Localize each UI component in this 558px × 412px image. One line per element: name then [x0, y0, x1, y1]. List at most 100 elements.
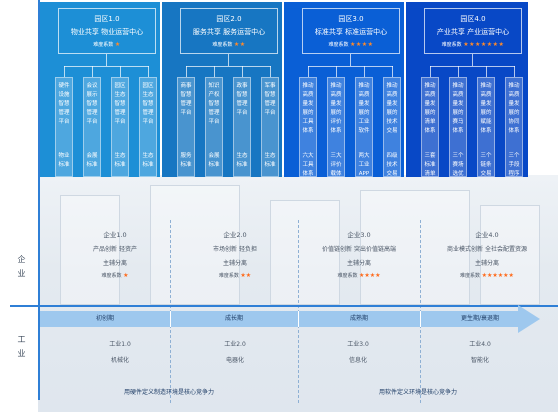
park-pillar: 推动 高质 量发 展的 清单 体系三套 标准 清单 — [421, 77, 439, 177]
connector-line — [106, 54, 107, 66]
industry-item-1: 工业1.0 机械化 — [70, 339, 170, 364]
hardware-band: 用硬件定义制造环境是核心竞争力 — [123, 389, 214, 396]
connector-line — [392, 66, 393, 77]
park-subtitle: 标准共享 标准运营中心 — [314, 28, 388, 36]
pillar-top-text: 园区 生态 智慧 管理 平台 — [142, 83, 154, 125]
park-difficulty: 难度系数 ★★★★ — [303, 41, 399, 48]
pillar-bottom-text: 生态 标准 — [114, 153, 126, 168]
difficulty-stars: ★★★★★★ — [481, 272, 514, 279]
building-shape — [60, 195, 120, 305]
industry-item-2: 工业2.0 电器化 — [185, 339, 285, 364]
difficulty-label: 难度系数 — [328, 42, 349, 48]
stage-divider — [298, 311, 299, 327]
connector-line — [514, 66, 515, 77]
connector-line — [64, 66, 149, 67]
pillar-bottom-text: 生态 标准 — [236, 153, 248, 168]
park-pillar: 军事 智慧 管理 平台生态 标准 — [261, 77, 279, 177]
pillar-top-text: 推动 高质 量发 展的 评价 体系 — [330, 83, 342, 134]
industry-sub: 智能化 — [470, 357, 489, 364]
enterprise-mode: 主辅分离 — [346, 260, 371, 267]
connector-line — [364, 66, 365, 77]
park-pillar: 会议 展示 智慧 管理 平台会展 标准 — [83, 77, 101, 177]
park-pillar: 推动 高质 量发 展的 协同 体系三个 手段 程序 — [505, 77, 523, 177]
industry-title: 工业4.0 — [469, 341, 491, 348]
stage-arrow-head — [518, 305, 540, 333]
axis-label-enterprise: 企业 — [17, 255, 26, 283]
pillar-top-text: 推动 高质 量发 展的 协同 体系 — [508, 83, 520, 134]
enterprise-subtitle: 市场创新 轻负担 — [213, 246, 257, 253]
building-shape — [480, 205, 540, 305]
park-subtitle: 物业共享 物业运营中心 — [70, 28, 144, 36]
park-pillar: 推动 高质 量发 展的 技术 交易四级 技术 交易 — [383, 77, 401, 177]
pillar-top-text: 知识 产权 智慧 管理 平台 — [208, 83, 220, 125]
park-difficulty: 难度系数 ★★ — [181, 41, 277, 48]
park-pillar: 政事 智慧 管理 平台生态 标准 — [233, 77, 251, 177]
pillar-bottom-text: 两大 工业 APP — [358, 153, 370, 177]
enterprise-difficulty: 难度系数 ★ — [65, 272, 165, 279]
park-title: 园区1.0 — [94, 15, 120, 23]
axis-label-industry: 工业 — [17, 335, 26, 363]
connector-line — [148, 66, 149, 77]
industry-title: 工业2.0 — [224, 341, 246, 348]
pillar-top-text: 商事 智慧 管理 平台 — [180, 83, 192, 116]
pillar-bottom-text: 四级 技术 交易 — [386, 153, 398, 177]
park-pillar: 园区 生态 智慧 管理 平台生态 标准 — [139, 77, 157, 177]
enterprise-difficulty: 难度系数 ★★★★ — [302, 272, 416, 279]
connector-line — [186, 66, 271, 67]
enterprise-subtitle: 产品创新 轻资产 — [93, 246, 137, 253]
difficulty-label: 难度系数 — [101, 273, 122, 279]
pillar-bottom-text: 三套 标准 清单 — [424, 153, 436, 177]
industry-sub: 信息化 — [348, 357, 367, 364]
pillar-top-text: 会议 展示 智慧 管理 平台 — [86, 83, 98, 125]
enterprise-title: 企业3.0 — [347, 231, 371, 239]
connector-line — [186, 66, 187, 77]
connector-line — [228, 54, 229, 66]
pillar-bottom-text: 服务 标准 — [180, 153, 192, 168]
enterprise-title: 企业4.0 — [475, 231, 499, 239]
enterprise-title: 企业2.0 — [223, 231, 247, 239]
horizontal-axis — [10, 305, 558, 307]
park-title: 园区4.0 — [460, 15, 486, 23]
difficulty-stars: ★★★★ — [350, 41, 374, 48]
pillar-bottom-text: 会展 标准 — [86, 153, 98, 168]
park-pillar: 推动 高质 量发 展的 评价 体系三大 评价 载体 — [327, 77, 345, 177]
stage-mature: 成熟期 — [349, 315, 368, 322]
enterprise-title: 企业1.0 — [103, 231, 127, 239]
park-difficulty: 难度系数 ★ — [59, 41, 155, 48]
stage-growth: 成长期 — [224, 315, 243, 322]
pillar-top-text: 推动 高质 量发 展的 赛马 体系 — [452, 83, 464, 134]
difficulty-stars: ★ — [114, 41, 121, 48]
park-difficulty: 难度系数 ★★★★★★★ — [425, 41, 521, 48]
building-shape — [150, 185, 240, 305]
difficulty-label: 难度系数 — [337, 273, 358, 279]
industry-title: 工业3.0 — [347, 341, 369, 348]
vertical-axis — [38, 0, 40, 400]
enterprise-mode: 主辅分离 — [474, 260, 499, 267]
difficulty-stars: ★★ — [240, 272, 252, 279]
stage-arrow-bar — [40, 311, 518, 327]
park-pillar: 推动 高质 量发 展的 赛马 体系三个 赛场 选优 — [449, 77, 467, 177]
difficulty-stars: ★★★★ — [359, 272, 381, 279]
industry-title: 工业1.0 — [109, 341, 131, 348]
park-column-1: 园区1.0 物业共享 物业运营中心难度系数 ★ 硬件 设施 智慧 管理 平台物业 标… — [40, 2, 160, 177]
stage-divider — [420, 311, 421, 327]
connector-line — [430, 66, 431, 77]
enterprise-panel-3: 企业3.0 价值链创新 突出价值链高端 主辅分离 难度系数 ★★★★ — [302, 225, 416, 283]
enterprise-subtitle: 价值链创新 突出价值链高端 — [322, 246, 396, 253]
pillar-bottom-text: 六大 工具 体系 — [302, 153, 314, 177]
park-header: 园区1.0 物业共享 物业运营中心难度系数 ★ — [58, 8, 156, 54]
connector-line — [92, 66, 93, 77]
stage-divider — [170, 311, 171, 327]
park-pillar: 商事 智慧 管理 平台服务 标准 — [177, 77, 195, 177]
park-pillar: 硬件 设施 智慧 管理 平台物业 标准 — [55, 77, 73, 177]
park-subtitle: 产业共享 产业运营中心 — [436, 28, 510, 36]
industry-sub: 电器化 — [225, 357, 244, 364]
enterprise-panel-1: 企业1.0 产品创新 轻资产 主辅分离 难度系数 ★ — [65, 225, 165, 283]
difficulty-label: 难度系数 — [93, 42, 114, 48]
pillar-top-text: 推动 高质 量发 展的 工业 软件 — [358, 83, 370, 134]
park-column-4: 园区4.0 产业共享 产业运营中心难度系数 ★★★★★★★ 推动 高质 量发 展的 … — [406, 2, 528, 177]
connector-line — [430, 66, 515, 67]
